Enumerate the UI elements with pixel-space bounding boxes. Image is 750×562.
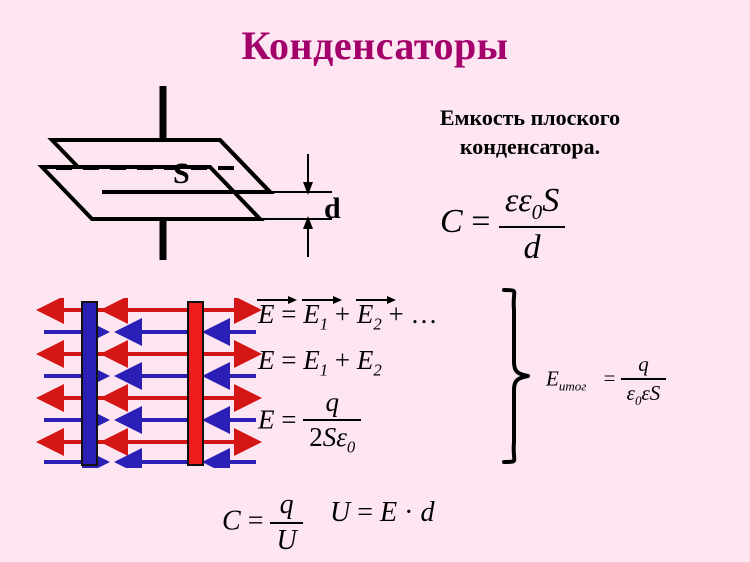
- formula-vector-sum-lhs-vector: E: [257, 296, 297, 330]
- formula-capacitance-equals: =: [471, 203, 491, 241]
- formula-field-denominator-factor: 2: [309, 422, 323, 452]
- page-title: Конденсаторы: [241, 23, 509, 68]
- formula-scalar-sum-term1-subscript: 1: [319, 360, 329, 380]
- formula-scalar-sum-term2-subscript: 2: [373, 360, 382, 380]
- formula-capacitance-denominator: d: [498, 225, 566, 267]
- formula-scalar-sum: E = E1 + E2: [258, 345, 382, 380]
- formula-scalar-sum-term2: E: [356, 345, 374, 375]
- formula-total-denominator: ε0εS: [620, 378, 667, 409]
- formula-scalar-sum-plus: +: [334, 345, 351, 375]
- formula-total-lhs-subscript: итог: [558, 378, 587, 394]
- formula-voltage-dot: ·: [404, 497, 414, 528]
- formula-capacitance-charge: C = q U: [222, 489, 303, 557]
- formula-field: E = q 2Sε0: [258, 387, 362, 457]
- formula-field-fraction: q 2Sε0: [303, 387, 362, 457]
- formula-capacitance-area: S: [542, 182, 560, 219]
- formula-capacitance-lhs: C: [440, 203, 463, 241]
- section-heading-line-1: Емкость плоского: [439, 105, 621, 130]
- formula-total-denominator-epsilon-subscript: 0: [634, 393, 642, 409]
- formula-vector-sum-lhs: E: [258, 299, 275, 329]
- dimension-arrow-bottom-head: [303, 216, 313, 229]
- parallel-plate-capacitor-diagram: S d: [37, 86, 341, 260]
- formula-scalar-sum-lhs: E: [258, 345, 275, 375]
- formula-field-denominator-area: S: [322, 422, 337, 452]
- formula-capacitance-epsilon-subscript: 0: [531, 199, 543, 224]
- distance-label: d: [324, 192, 341, 225]
- formula-total-lhs: E: [546, 366, 559, 391]
- formula-scalar-sum-term1: E: [303, 345, 320, 375]
- formula-total-denominator-epsilon-0: ε: [626, 381, 635, 405]
- formula-field-denominator: 2Sε0: [303, 419, 362, 457]
- formula-vector-sum-term1: E: [303, 299, 320, 329]
- formula-charge-numerator: q: [279, 489, 294, 520]
- vector-arrow-icon: [257, 296, 297, 304]
- formula-charge-equals: =: [247, 505, 264, 537]
- formula-voltage: U = E · d: [330, 497, 434, 529]
- formula-vector-sum: E = E1 + E2 + …: [257, 296, 438, 334]
- section-heading: Емкость плоского конденсатора.: [380, 104, 680, 161]
- formula-voltage-equals: =: [357, 497, 374, 528]
- formula-total-fraction: q ε0εS: [620, 352, 667, 409]
- formula-vector-sum-term2-subscript: 2: [373, 314, 382, 334]
- formula-field-denominator-epsilon: ε: [336, 422, 347, 452]
- formula-capacitance-numerator: εε0S: [499, 182, 565, 226]
- formula-vector-sum-term1-subscript: 1: [319, 314, 329, 334]
- formula-charge-denominator: U: [270, 522, 303, 557]
- formula-vector-sum-plus-2: +: [388, 299, 404, 329]
- formula-total-denominator-epsilon-r: ε: [641, 381, 650, 405]
- formula-field-lhs: E: [258, 404, 275, 435]
- formula-field-numerator: q: [325, 387, 339, 417]
- grouping-brace: [502, 288, 530, 464]
- formula-total-field: Eитог = q ε0εS: [546, 352, 667, 409]
- formula-voltage-lhs: U: [330, 497, 351, 528]
- positive-plate: [187, 301, 204, 466]
- formula-charge-lhs: C: [222, 505, 241, 537]
- formula-charge-fraction: q U: [270, 489, 303, 557]
- negative-plate: [81, 301, 98, 466]
- formula-scalar-sum-equals: =: [281, 345, 297, 375]
- formula-capacitance: C = εε0S d: [440, 182, 566, 267]
- formula-field-denominator-epsilon-subscript: 0: [346, 437, 356, 457]
- formula-capacitance-epsilon: εε: [504, 182, 532, 219]
- formula-field-equals: =: [281, 404, 297, 435]
- formula-vector-sum-term2: E: [356, 299, 374, 329]
- formula-vector-sum-ellipsis: …: [410, 299, 438, 329]
- area-label: S: [173, 157, 190, 190]
- electric-field-lines-diagram: [36, 298, 262, 468]
- section-heading-line-2: конденсатора.: [459, 133, 601, 159]
- formula-vector-sum-plus-1: +: [334, 299, 351, 329]
- formula-vector-sum-term2-vector: E2: [355, 296, 396, 334]
- dimension-arrow-top-head: [303, 182, 313, 195]
- formula-total-equals: =: [603, 366, 616, 391]
- formula-total-denominator-area: S: [649, 381, 661, 405]
- formula-vector-sum-equals: =: [281, 299, 297, 329]
- vector-arrow-icon: [355, 296, 396, 304]
- formula-voltage-distance: d: [420, 497, 435, 528]
- formula-capacitance-fraction: εε0S d: [498, 182, 566, 267]
- formula-voltage-field: E: [380, 497, 398, 528]
- vector-arrow-icon: [302, 296, 343, 304]
- formula-vector-sum-term1-vector: E1: [302, 296, 343, 334]
- formula-total-numerator: q: [638, 352, 649, 376]
